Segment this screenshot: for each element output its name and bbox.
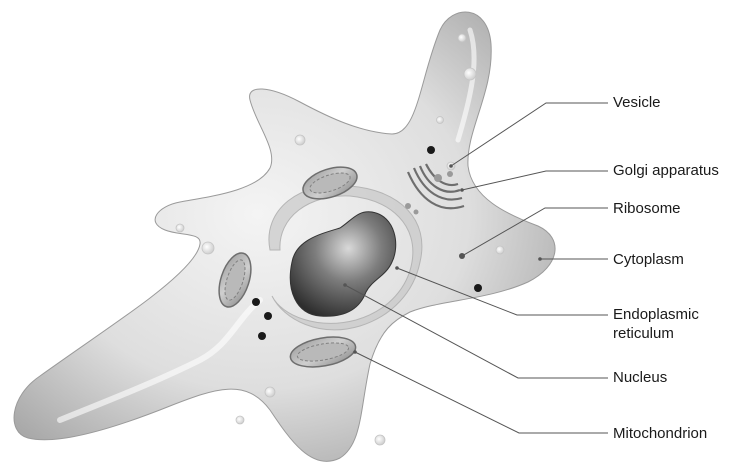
label-er-line2: reticulum [613,324,699,343]
label-mitochondrion: Mitochondrion [613,424,707,443]
label-endoplasmic-reticulum: Endoplasmic reticulum [613,305,699,343]
label-vesicle: Vesicle [613,93,661,112]
label-golgi-apparatus: Golgi apparatus [613,161,719,180]
label-er-line1: Endoplasmic [613,305,699,324]
leader-golgi [462,171,608,190]
label-cytoplasm: Cytoplasm [613,250,684,269]
leader-mitochondrion [355,352,608,433]
label-nucleus: Nucleus [613,368,667,387]
label-ribosome: Ribosome [613,199,681,218]
